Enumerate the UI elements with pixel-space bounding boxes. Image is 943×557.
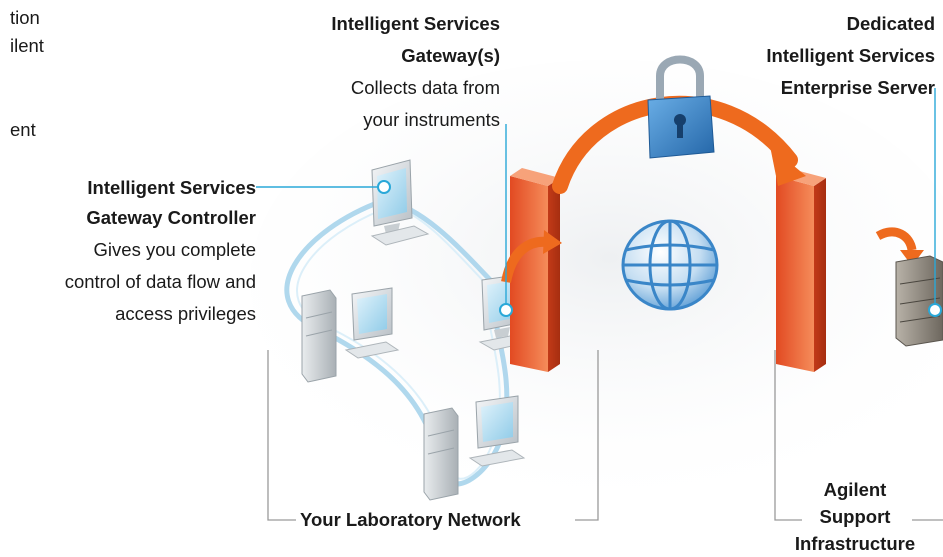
workstation-left [301, 287, 400, 383]
controller-computer [370, 159, 430, 246]
gateway-arrow [501, 230, 562, 284]
controller-desc-line1: Gives you complete [93, 239, 256, 260]
internet-globe-icon [621, 219, 719, 311]
enterprise-server [895, 255, 943, 347]
callout-dots [377, 180, 942, 317]
gateway-title-line1: Intelligent Services [331, 13, 500, 34]
background-glow [250, 60, 943, 500]
support-bracket [774, 350, 943, 521]
workstation-bottom [423, 395, 526, 501]
gateway-desc-line2: your instruments [363, 109, 500, 130]
server-title-line1: Dedicated [846, 13, 935, 34]
network-label: Your Laboratory Network [300, 509, 521, 530]
gateway-desc-line1: Collects data from [350, 77, 500, 98]
controller-title-line1: Intelligent Services [87, 177, 256, 198]
controller-desc-line3: access privileges [115, 303, 256, 324]
support-line2: Support [819, 506, 891, 527]
server-arrow [875, 227, 924, 266]
callout-lines [256, 88, 936, 306]
support-line3: Infrastructure [794, 533, 916, 554]
cutoff-text-3: ent [10, 119, 36, 140]
cutoff-text-2: ilent [10, 35, 44, 56]
firewall-right [776, 168, 826, 372]
lan-bracket [267, 350, 599, 521]
lock-icon [647, 55, 715, 159]
cutoff-text-1: tion [10, 7, 40, 28]
server-title-line3: Enterprise Server [780, 77, 935, 98]
firewall-left [510, 168, 560, 372]
support-line1: Agilent [823, 479, 887, 500]
gateway-title-line2: Gateway(s) [401, 45, 500, 66]
server-title-line2: Intelligent Services [766, 45, 935, 66]
controller-desc-line2: control of data flow and [64, 271, 256, 292]
controller-title-line2: Gateway Controller [86, 207, 256, 228]
